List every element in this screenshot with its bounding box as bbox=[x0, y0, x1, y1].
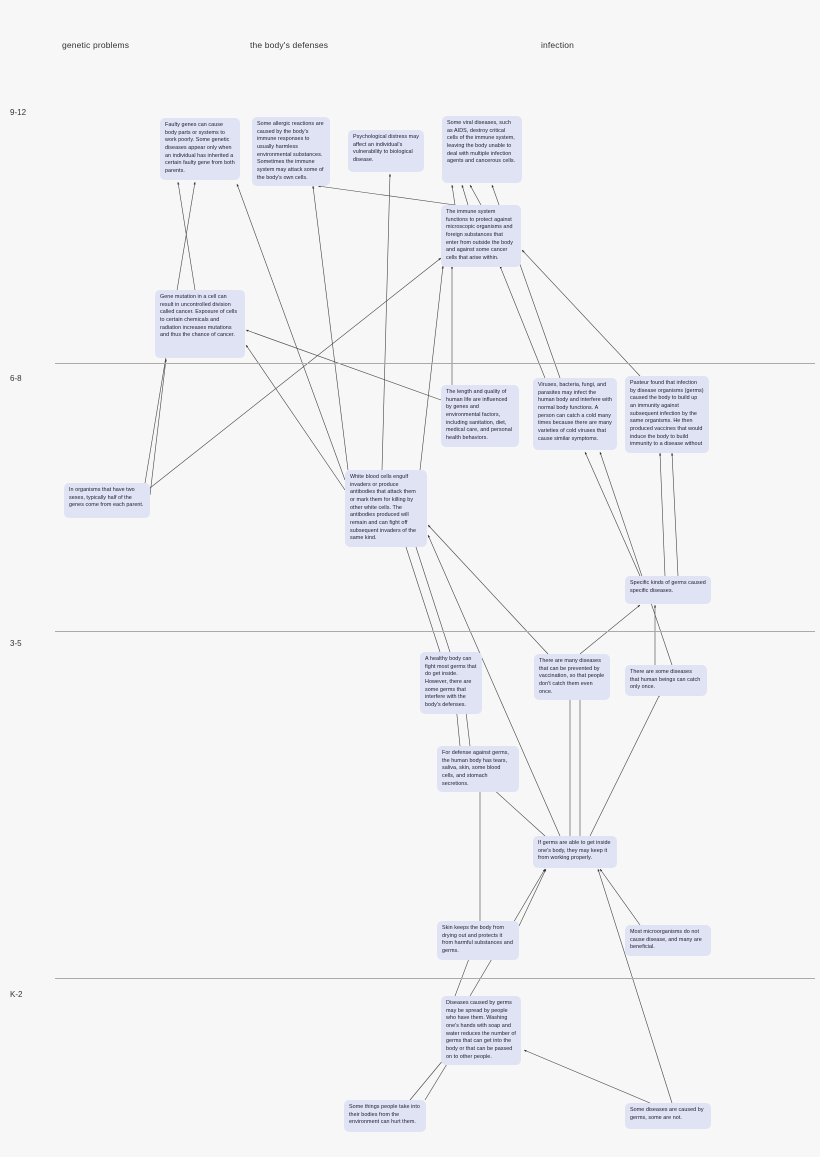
connector-specific-germs-to-viruses-bacteria bbox=[584, 451, 641, 577]
band-divider-3 bbox=[55, 978, 815, 979]
band-label-2: 3-5 bbox=[10, 639, 22, 648]
concept-node-gene-mutation[interactable]: Gene mutation in a cell can result in un… bbox=[155, 290, 245, 358]
connector-length-quality-life-to-gene-mutation bbox=[245, 329, 442, 401]
concept-node-things-people-take[interactable]: Some things people take into their bodie… bbox=[344, 1100, 426, 1132]
connector-white-blood-cells-to-faulty-genes bbox=[236, 183, 346, 481]
connector-white-blood-cells-to-allergic-reactions bbox=[312, 185, 349, 471]
connector-healthy-body-to-white-blood-cells-2 bbox=[414, 543, 451, 653]
connector-vaccination-to-white-blood-cells bbox=[427, 524, 549, 655]
concept-node-healthy-body[interactable]: A healthy body can fight most germs that… bbox=[420, 652, 482, 714]
connector-most-microorganisms-to-germs-inside-body bbox=[599, 868, 641, 926]
connector-immune-system-to-viral-diseases-3 bbox=[469, 184, 482, 206]
connector-white-blood-cells-to-immune-system bbox=[419, 265, 444, 471]
concept-node-most-microorganisms[interactable]: Most microorganisms do not cause disease… bbox=[625, 925, 711, 957]
column-header-1: the body's defenses bbox=[250, 40, 329, 50]
connector-white-blood-cells-to-gene-mutation bbox=[245, 344, 346, 491]
connector-two-sexes-to-gene-mutation bbox=[149, 358, 167, 496]
band-label-3: K-2 bbox=[10, 990, 23, 999]
connector-healthy-body-to-white-blood-cells bbox=[404, 543, 441, 653]
connector-lines bbox=[144, 173, 679, 1104]
connector-skin-keeps-body-to-germs-inside-body bbox=[518, 868, 547, 927]
concept-node-faulty-genes[interactable]: Faulty genes can cause body parts or sys… bbox=[160, 118, 240, 180]
connector-immune-system-to-allergic-reactions bbox=[317, 185, 456, 206]
connector-some-diseases-germs-to-diseases-spread bbox=[523, 1049, 651, 1104]
concept-node-germs-inside-body[interactable]: If germs are able to get inside one's bo… bbox=[533, 836, 617, 868]
connector-germs-inside-body-to-catch-only-once bbox=[589, 693, 661, 837]
connector-germs-inside-body-to-white-blood-cells bbox=[427, 534, 561, 837]
concept-node-white-blood-cells[interactable]: White blood cells engulf invaders or pro… bbox=[345, 470, 427, 548]
concept-node-specific-germs[interactable]: Specific kinds of germs caused specific … bbox=[625, 576, 711, 604]
concept-node-some-diseases-germs[interactable]: Some diseases are caused by germs, some … bbox=[625, 1103, 711, 1129]
connector-two-sexes-to-immune-system bbox=[149, 257, 442, 489]
concept-node-allergic-reactions[interactable]: Some allergic reactions are caused by th… bbox=[252, 117, 330, 187]
concept-node-pasteur[interactable]: Pasteur found that infection by disease … bbox=[625, 376, 709, 454]
concept-node-psychological-distress[interactable]: Psychological distress may affect an ind… bbox=[348, 130, 424, 172]
connector-some-diseases-germs-to-germs-inside-body bbox=[597, 868, 673, 1104]
concept-node-diseases-spread[interactable]: Diseases caused by germs may be spread b… bbox=[441, 996, 521, 1066]
connector-things-people-take-to-diseases-spread-2 bbox=[424, 1058, 451, 1101]
connector-things-people-take-to-diseases-spread bbox=[409, 1058, 445, 1101]
connector-specific-germs-to-pasteur-2 bbox=[671, 452, 679, 577]
connector-specific-germs-to-pasteur bbox=[659, 452, 666, 577]
connector-white-blood-cells-to-psychological-distress bbox=[381, 173, 392, 471]
column-header-2: infection bbox=[541, 40, 575, 50]
connector-immune-system-to-viral-diseases-2 bbox=[461, 184, 469, 206]
concept-node-defense-against-germs[interactable]: For defense against germs, the human bod… bbox=[437, 746, 519, 793]
connector-catch-only-once-to-viruses-bacteria bbox=[599, 451, 673, 666]
band-label-1: 6-8 bbox=[10, 374, 22, 383]
concept-node-immune-system[interactable]: The immune system functions to protect a… bbox=[441, 205, 521, 267]
column-header-0: genetic problems bbox=[62, 40, 130, 50]
connector-pasteur-to-immune-system bbox=[521, 249, 641, 377]
concept-node-skin-keeps-body[interactable]: Skin keeps the body from drying out and … bbox=[437, 921, 519, 960]
connector-vaccination-to-specific-germs bbox=[579, 604, 641, 655]
concept-node-catch-only-once[interactable]: There are some diseases that human being… bbox=[625, 665, 707, 697]
concept-node-viral-diseases[interactable]: Some viral diseases, such as AIDS, destr… bbox=[442, 116, 522, 183]
concept-node-two-sexes[interactable]: In organisms that have two sexes, typica… bbox=[64, 483, 150, 518]
concept-node-length-quality-life[interactable]: The length and quality of human life are… bbox=[441, 385, 519, 447]
band-divider-2 bbox=[55, 631, 815, 632]
connector-immune-system-to-viral-diseases bbox=[451, 184, 456, 206]
connector-viruses-bacteria-to-immune-system bbox=[499, 265, 546, 379]
band-divider-1 bbox=[55, 363, 815, 364]
band-label-0: 9-12 bbox=[10, 108, 27, 117]
connector-diseases-spread-to-skin-keeps-body bbox=[454, 955, 471, 997]
connector-germs-inside-body-to-defense-against-germs bbox=[491, 787, 546, 837]
connector-gene-mutation-to-faulty-genes bbox=[177, 181, 196, 291]
concept-node-viruses-bacteria[interactable]: Viruses, bacteria, fungi, and parasites … bbox=[533, 378, 617, 450]
concept-node-vaccination[interactable]: There are many diseases that can be prev… bbox=[534, 654, 610, 701]
